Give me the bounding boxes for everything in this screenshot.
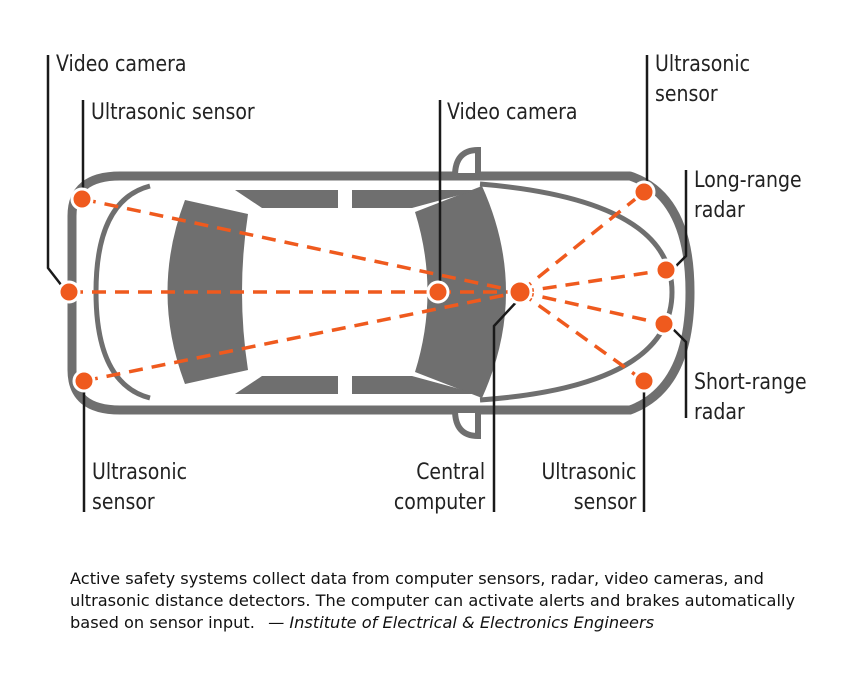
caption: Active safety systems collect data from … (70, 568, 830, 634)
sensor-rear-bottom (72, 369, 96, 393)
sensor-front-bottom (632, 369, 656, 393)
sensor-rear-top (70, 187, 94, 211)
label-short-range-radar: Short-range radar (694, 370, 807, 425)
leader-short-range-radar (669, 325, 688, 418)
sensor-rear-camera (57, 280, 81, 304)
label-long-range-radar: Long-range radar (694, 168, 802, 223)
sensor-dots (57, 180, 678, 393)
caption-text: Active safety systems collect data from … (70, 569, 796, 632)
sensor-central-computer (507, 279, 533, 305)
beam-computer-to-front-top (518, 190, 646, 294)
beam-computer-to-front-bottom (518, 290, 646, 383)
label-ultrasonic-sensor-top-left: Ultrasonic sensor (91, 100, 255, 125)
car-sensor-diagram (46, 55, 695, 512)
sensor-long-range-radar (654, 258, 678, 282)
side-window-bottom-front (352, 376, 478, 394)
leader-lines (46, 55, 688, 512)
leader-central-computer (492, 297, 521, 512)
sensor-center-camera (426, 280, 450, 304)
side-window-bottom-rear (235, 376, 338, 394)
leader-long-range-radar (671, 170, 688, 271)
label-central-computer: Central computer (393, 460, 485, 515)
label-ultrasonic-sensor-bottom-left: Ultrasonic sensor (92, 460, 187, 515)
sensor-short-range-radar (652, 312, 676, 336)
leader-video-camera-left (46, 55, 63, 287)
beam-computer-to-long-range (519, 268, 667, 294)
caption-source: — Institute of Electrical & Electronics … (268, 613, 655, 632)
mirror-bottom (451, 407, 481, 440)
car-hood-line (479, 181, 675, 403)
label-ultrasonic-sensor-bottom-right: Ultrasonic sensor (541, 460, 636, 515)
side-window-top-rear (235, 190, 338, 208)
side-window-top-front (352, 190, 478, 208)
beam-rear-bottom-to-camera (83, 290, 521, 383)
label-video-camera-center: Video camera (447, 100, 578, 125)
beam-computer-to-short-range (519, 290, 665, 326)
beam-rear-top-to-camera (81, 197, 521, 294)
label-ultrasonic-sensor-top-right: Ultrasonic sensor (655, 52, 750, 107)
sensor-front-top (632, 180, 656, 204)
mirror-top (451, 146, 481, 179)
label-video-camera-left: Video camera (56, 52, 187, 77)
